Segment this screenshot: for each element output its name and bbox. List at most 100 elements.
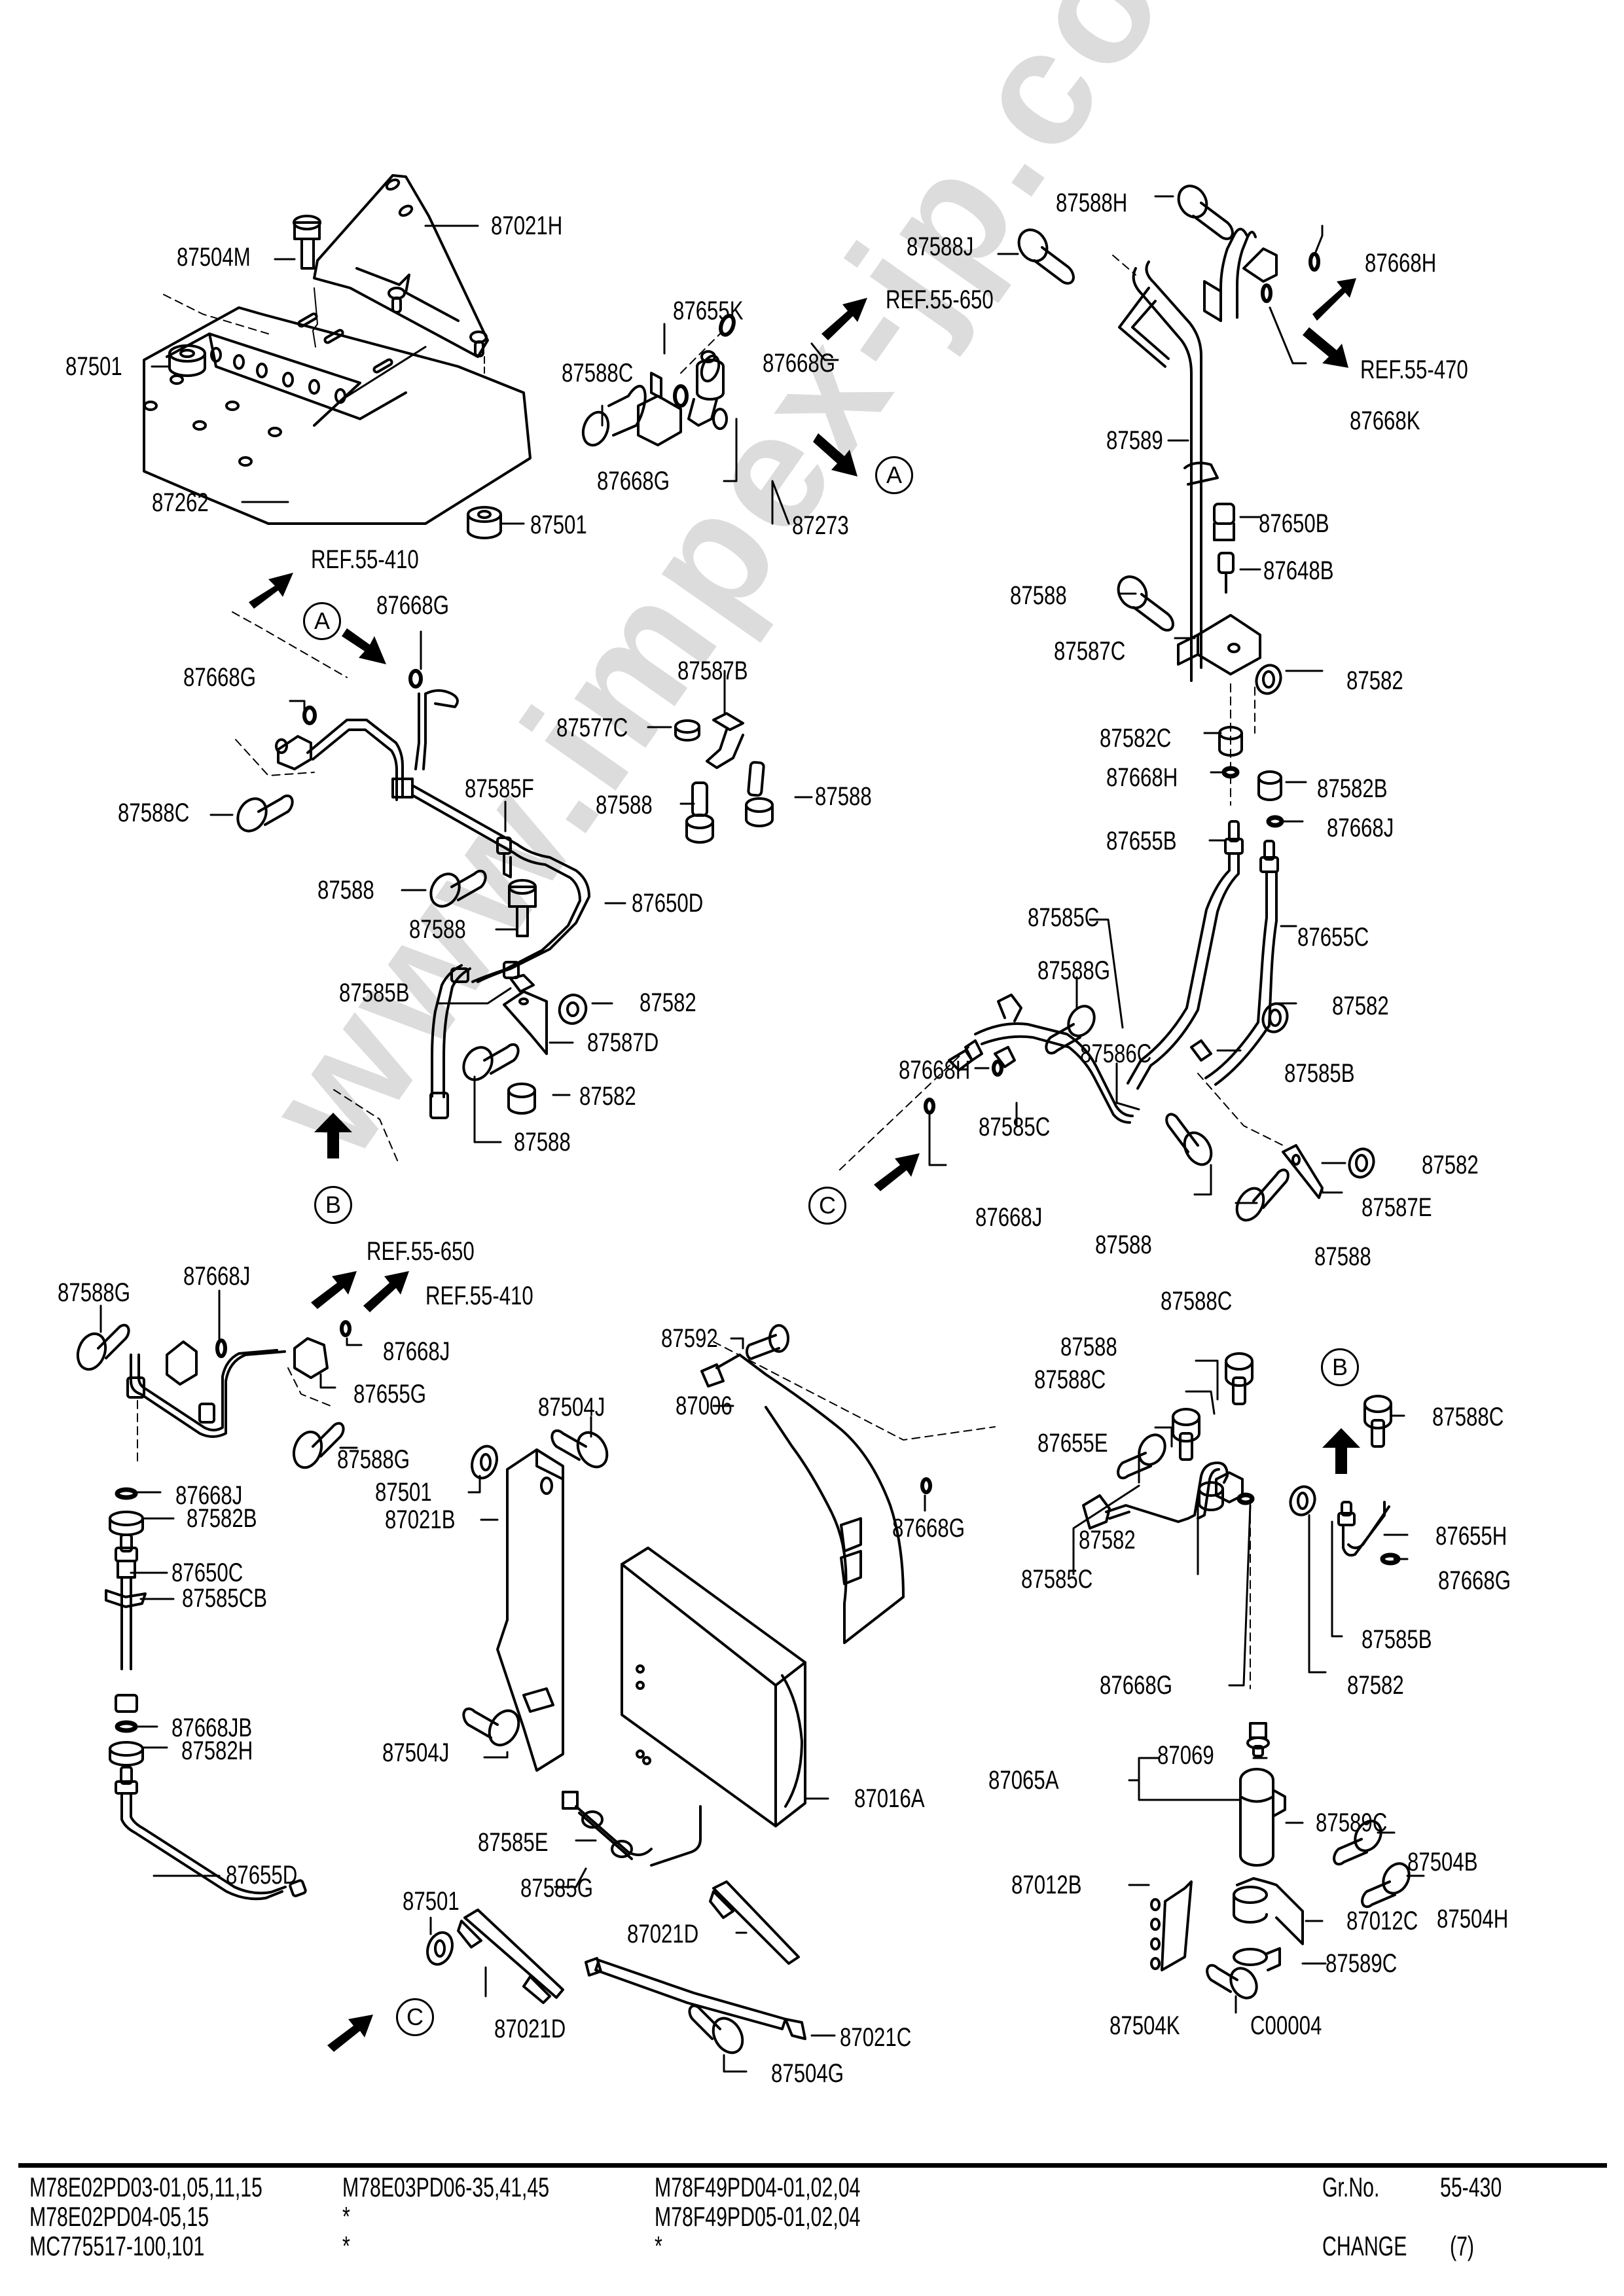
part-label[interactable]: 87582 (1347, 1671, 1404, 1700)
part-label[interactable]: 87504G (771, 2059, 844, 2088)
part-label[interactable]: 87655G (353, 1380, 427, 1408)
part-label[interactable]: 87668JB (171, 1713, 253, 1742)
part-label[interactable]: 87668J (1327, 814, 1394, 842)
part-label[interactable]: 87588G (58, 1278, 131, 1307)
part-label[interactable]: 87577C (556, 713, 628, 742)
part-label[interactable]: 87588G (337, 1445, 410, 1474)
part-label[interactable]: 87655K (673, 296, 744, 325)
part-label[interactable]: 87655B (1106, 827, 1177, 855)
part-label[interactable]: 87588G (1038, 956, 1111, 985)
part-label[interactable]: 87588 (514, 1128, 571, 1157)
part-label[interactable]: 87588H (1056, 188, 1128, 217)
part-label[interactable]: 87588C (1432, 1403, 1504, 1431)
part-label[interactable]: 87589C (1326, 1949, 1398, 1978)
part-label[interactable]: 87021H (491, 211, 563, 240)
part-label[interactable]: 87273 (792, 511, 849, 540)
part-label[interactable]: 87585B (339, 978, 410, 1007)
part-label[interactable]: 87585G (520, 1874, 594, 1903)
part-label[interactable]: 87668J (383, 1337, 450, 1366)
part-label[interactable]: 87262 (152, 488, 209, 517)
part-label[interactable]: 87589C (1316, 1808, 1388, 1837)
part-label[interactable]: 87501 (403, 1887, 460, 1916)
part-label[interactable]: 87582C (1100, 724, 1172, 753)
part-label[interactable]: 87582H (181, 1736, 253, 1765)
part-label[interactable]: 87655E (1038, 1429, 1108, 1458)
part-label[interactable]: 87501 (530, 511, 587, 539)
part-label[interactable]: 87585B (1362, 1625, 1432, 1654)
part-label[interactable]: 87668G (1438, 1566, 1511, 1595)
part-label[interactable]: 87668H (1106, 763, 1178, 792)
part-label[interactable]: 87501 (375, 1478, 432, 1507)
part-label[interactable]: 87585CB (182, 1584, 268, 1613)
part-label[interactable]: 87585F (465, 774, 534, 803)
ref-label-55-470[interactable]: REF.55-470 (1360, 355, 1468, 384)
part-label[interactable]: 87588 (317, 876, 374, 905)
part-label[interactable]: 87582 (579, 1082, 636, 1111)
part-label[interactable]: 87668G (1100, 1671, 1173, 1700)
part-label[interactable]: 87587B (677, 656, 748, 685)
part-label[interactable]: 87648B (1263, 556, 1334, 585)
part-label[interactable]: 87668H (899, 1056, 971, 1085)
part-label[interactable]: 87585C (979, 1113, 1051, 1141)
part-label[interactable]: 87582 (1332, 992, 1389, 1020)
part-label[interactable]: 87021D (627, 1920, 699, 1948)
part-label[interactable]: 87650D (632, 889, 704, 918)
part-label[interactable]: 87021D (494, 2015, 566, 2043)
part-label[interactable]: 87501 (65, 352, 122, 381)
part-label[interactable]: 87588 (596, 791, 653, 819)
part-label[interactable]: 87588C (118, 798, 190, 827)
part-label[interactable]: 87006 (676, 1391, 732, 1420)
part-label[interactable]: 87668G (183, 663, 257, 692)
part-label[interactable]: 87589 (1106, 426, 1163, 455)
part-label[interactable]: 87585B (1284, 1059, 1355, 1088)
part-label[interactable]: 87588 (1010, 581, 1067, 610)
part-label[interactable]: 87504J (382, 1738, 450, 1767)
part-label[interactable]: 87668J (183, 1262, 251, 1291)
part-label[interactable]: 87587E (1362, 1193, 1432, 1222)
part-label[interactable]: 87582 (1422, 1151, 1479, 1179)
part-label[interactable]: 87588 (409, 915, 466, 944)
part-label[interactable]: 87012B (1011, 1871, 1082, 1899)
part-label[interactable]: 87582 (1079, 1526, 1136, 1554)
part-label[interactable]: 87504K (1110, 2011, 1180, 2040)
part-label[interactable]: 87655C (1297, 923, 1369, 952)
part-label[interactable]: 87585C (1028, 903, 1100, 932)
part-label[interactable]: 87588C (1161, 1287, 1233, 1316)
part-label[interactable]: 87582B (1317, 774, 1388, 803)
ref-label-55-650-top[interactable]: REF.55-650 (886, 285, 994, 314)
part-label[interactable]: 87069 (1157, 1741, 1214, 1770)
part-label[interactable]: 87021B (385, 1505, 456, 1534)
part-label[interactable]: 87016A (854, 1784, 925, 1813)
part-label[interactable]: 87587D (587, 1028, 659, 1057)
part-label[interactable]: 87668G (763, 349, 836, 378)
part-label[interactable]: 87650B (1259, 509, 1329, 538)
part-label[interactable]: 87650C (171, 1558, 244, 1587)
part-label[interactable]: 87588 (815, 782, 872, 811)
part-label[interactable]: 87668J (975, 1203, 1043, 1232)
part-label[interactable]: 87587C (1054, 637, 1126, 666)
part-label[interactable]: 87588J (907, 232, 974, 261)
part-label[interactable]: 87668G (892, 1514, 965, 1543)
part-label[interactable]: 87588C (562, 359, 634, 387)
part-label[interactable]: 87655D (226, 1861, 298, 1890)
ref-label-55-410-mid[interactable]: REF.55-410 (425, 1282, 533, 1310)
part-label[interactable]: 87504B (1407, 1848, 1478, 1876)
ref-label-55-410-top[interactable]: REF.55-410 (311, 545, 419, 574)
part-label[interactable]: 87588C (1034, 1365, 1106, 1394)
part-label[interactable]: 87504M (177, 243, 251, 272)
part-label[interactable]: 87504J (538, 1393, 605, 1422)
part-label[interactable]: 87668H (1365, 249, 1437, 278)
part-label[interactable]: 87588 (1095, 1230, 1152, 1259)
part-label[interactable]: 87585C (1021, 1565, 1093, 1594)
part-label[interactable]: 87504H (1437, 1905, 1509, 1933)
part-label[interactable]: 87668G (376, 591, 450, 620)
ref-label-55-650-mid[interactable]: REF.55-650 (367, 1237, 475, 1266)
part-label[interactable]: 87012C (1346, 1907, 1418, 1935)
part-label[interactable]: 87582B (187, 1504, 257, 1533)
part-label[interactable]: 87582 (640, 988, 696, 1017)
part-label[interactable]: 87668J (175, 1481, 243, 1510)
part-label[interactable]: 87585E (478, 1828, 549, 1857)
part-label[interactable]: 87065A (988, 1766, 1059, 1795)
part-label[interactable]: 87021C (840, 2023, 912, 2052)
part-label[interactable]: 87668K (1350, 406, 1420, 435)
